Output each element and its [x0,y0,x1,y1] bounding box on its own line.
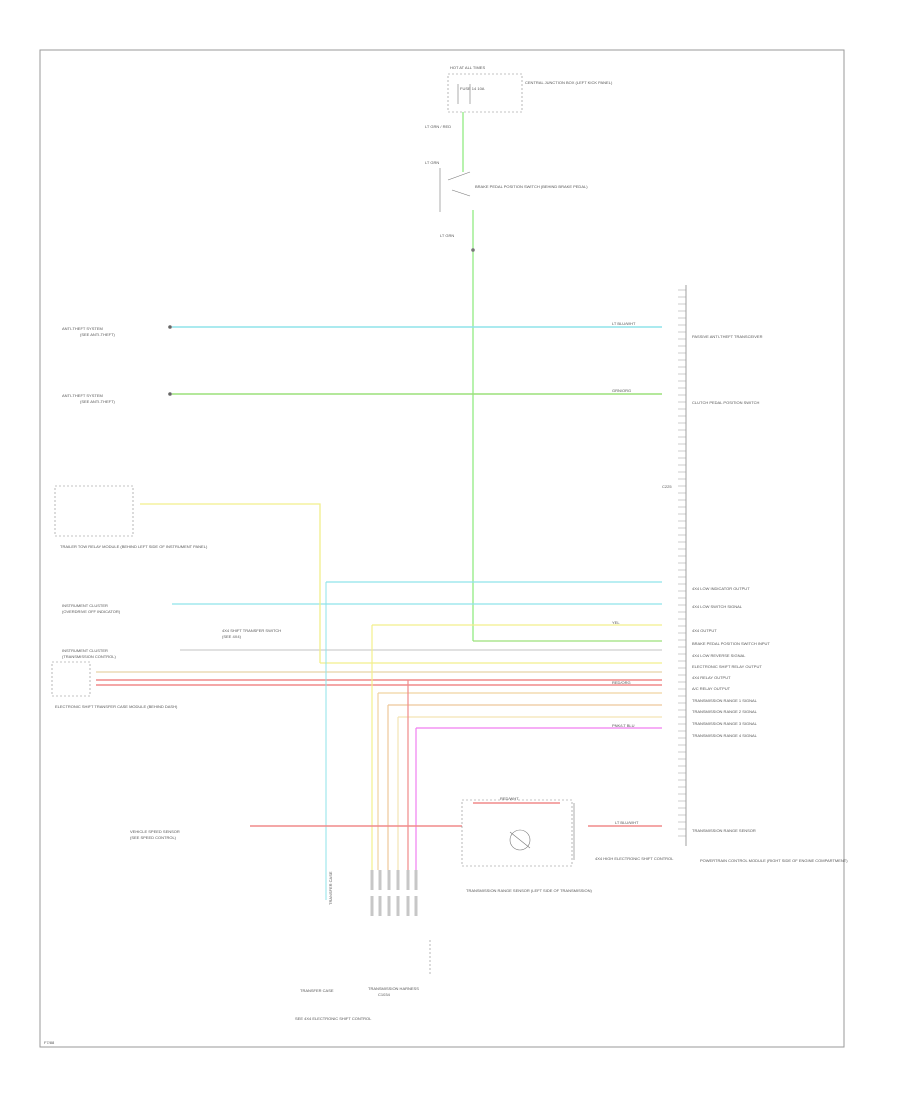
shift-module-label: ELECTRONIC SHIFT TRANSFER CASE MODULE (B… [55,704,178,709]
code-grn: GRN/ORG [612,388,631,393]
tr-switch: TRANSMISSION RANGE SENSOR (LEFT SIDE OF … [461,796,674,893]
left-label-ic-1: INSTRUMENT CLUSTER [62,603,108,608]
fuse-label: FUSE 14 10A [460,86,485,91]
page-code: F7/88 [44,1040,55,1045]
left-label-anti-theft-1: ANTI-THEFT SYSTEM [62,326,103,331]
pcm-label-lower-4: ELECTRONIC SHIFT RELAY OUTPUT [692,664,762,669]
pcm-label-lower-6: A/C RELAY OUTPUT [692,686,731,691]
pcm-label-bottom: TRANSMISSION RANGE SENSOR [692,828,756,833]
pcm-module-label: POWERTRAIN CONTROL MODULE (RIGHT SIDE OF… [700,858,848,863]
switch-wire-mid: LT GRN [425,160,439,165]
relay-module: TRAILER TOW RELAY MODULE (BEHIND LEFT SI… [54,485,208,549]
pcm-label-4x4-low-sw: 4X4 LOW SWITCH SIGNAL [692,604,743,609]
right-relay-label: 4X4 HIGH ELECTRONIC SHIFT CONTROL [595,856,674,861]
splice-label-sub: (SEE 4X4) [222,634,242,639]
pcm-ground-tag: C225 [662,484,672,489]
connector-pin-mark [378,896,382,916]
shift-module: ELECTRONIC SHIFT TRANSFER CASE MODULE (B… [51,661,178,709]
fuse-box: HOT AT ALL TIMES FUSE 14 10A CENTRAL JUN… [447,65,613,113]
connector-pin-mark [387,870,391,890]
pcm-label-lower-10: TRANSMISSION RANGE 4 SIGNAL [692,733,758,738]
pcm-label-lower-3: 4X4 LOW REVERSE SIGNAL [692,653,746,658]
connector-pin-mark [406,870,410,890]
left-label-ic-2-sub: (TRANSMISSION CONTROL) [62,654,116,659]
left-label-anti-theft-2: ANTI-THEFT SYSTEM [62,393,103,398]
pcm-connector: C225 [662,285,687,846]
switch-wire-top: LT GRN / RED [425,124,451,129]
vertical-label: TRANSFER CASE [328,871,333,905]
left-label-anti-theft-2-sub: (SEE ANTI-THEFT) [80,399,116,404]
pcm-label-lower-5: 4X4 RELAY OUTPUT [692,675,731,680]
connector-label: TRANSMISSION HARNESS [368,986,419,991]
code-red: RED/ORG [612,680,631,685]
pcm-pin-stack [678,289,686,837]
connector-pin-mark [387,896,391,916]
tr-wire-right: LT BLU/WHT [615,820,639,825]
diagram-frame [39,49,845,1048]
ground-label: TRANSFER CASE [300,988,334,993]
code-yellow: YEL [612,620,620,625]
vss-sub: (SEE SPEED CONTROL) [130,835,177,840]
vss-label: VEHICLE SPEED SENSOR [130,829,180,834]
splice-dot [471,248,475,252]
terminal-dot-1 [168,325,172,329]
connector-pin-mark [414,896,418,916]
connector-pin-mark [370,870,374,890]
left-label-ic-2: INSTRUMENT CLUSTER [62,648,108,653]
splice-label: 4X4 SHIFT TRANSFER SWITCH [222,628,281,633]
pcm-label-lower-2: BRAKE PEDAL POSITION SWITCH INPUT [692,641,770,646]
ground-sub-label: SEE 4X4 ELECTRONIC SHIFT CONTROL [295,1016,372,1021]
pcm-label-lower-1: 4X4 OUTPUT [692,628,717,633]
transmission-connector: TRANSFER CASE SEE 4X4 ELECTRONIC SHIFT C… [295,871,431,1021]
fuse-box-location: CENTRAL JUNCTION BOX (LEFT KICK PANEL) [525,80,613,85]
connector-pin-mark [396,870,400,890]
left-label-ic-1-sub: (OVERDRIVE OFF INDICATOR) [62,609,121,614]
pcm-label-anti-theft: PASSIVE ANTI-THEFT TRANSCEIVER [692,334,763,339]
tr-switch-label: TRANSMISSION RANGE SENSOR (LEFT SIDE OF … [466,888,593,893]
left-label-anti-theft-1-sub: (SEE ANTI-THEFT) [80,332,116,337]
pcm-label-lower-8: TRANSMISSION RANGE 2 SIGNAL [692,709,758,714]
terminal-dot-2 [168,392,172,396]
connector-pin-mark [378,870,382,890]
connector-code: C1034 [378,992,391,997]
connector-pin-mark [414,870,418,890]
wire-yellow-relay [140,503,321,663]
switch-wire-bottom: LT GRN [440,233,454,238]
pcm-label-lower-7: TRANSMISSION RANGE 1 SIGNAL [692,698,758,703]
brake-switch-label: BRAKE PEDAL POSITION SWITCH (BEHIND BRAK… [475,184,588,189]
connector-pin-mark [406,896,410,916]
fuse-box-title: HOT AT ALL TIMES [450,65,485,70]
tr-wire-left: RED/WHT [500,796,519,801]
pcm-label-4x4-low-out: 4X4 LOW INDICATOR OUTPUT [692,586,750,591]
pcm-label-lower-9: TRANSMISSION RANGE 3 SIGNAL [692,721,758,726]
code-pink: PNK/LT BLU [612,723,635,728]
code-lt-blu: LT BLU/WHT [612,321,636,326]
relay-module-label: TRAILER TOW RELAY MODULE (BEHIND LEFT SI… [60,544,208,549]
brake-switch: LT GRN / RED LT GRN BRAKE PEDAL POSITION… [425,124,588,238]
connector-pin-mark [396,896,400,916]
pcm-label-clutch: CLUTCH PEDAL POSITION SWITCH [692,400,760,405]
connector-pin-mark [370,896,374,916]
